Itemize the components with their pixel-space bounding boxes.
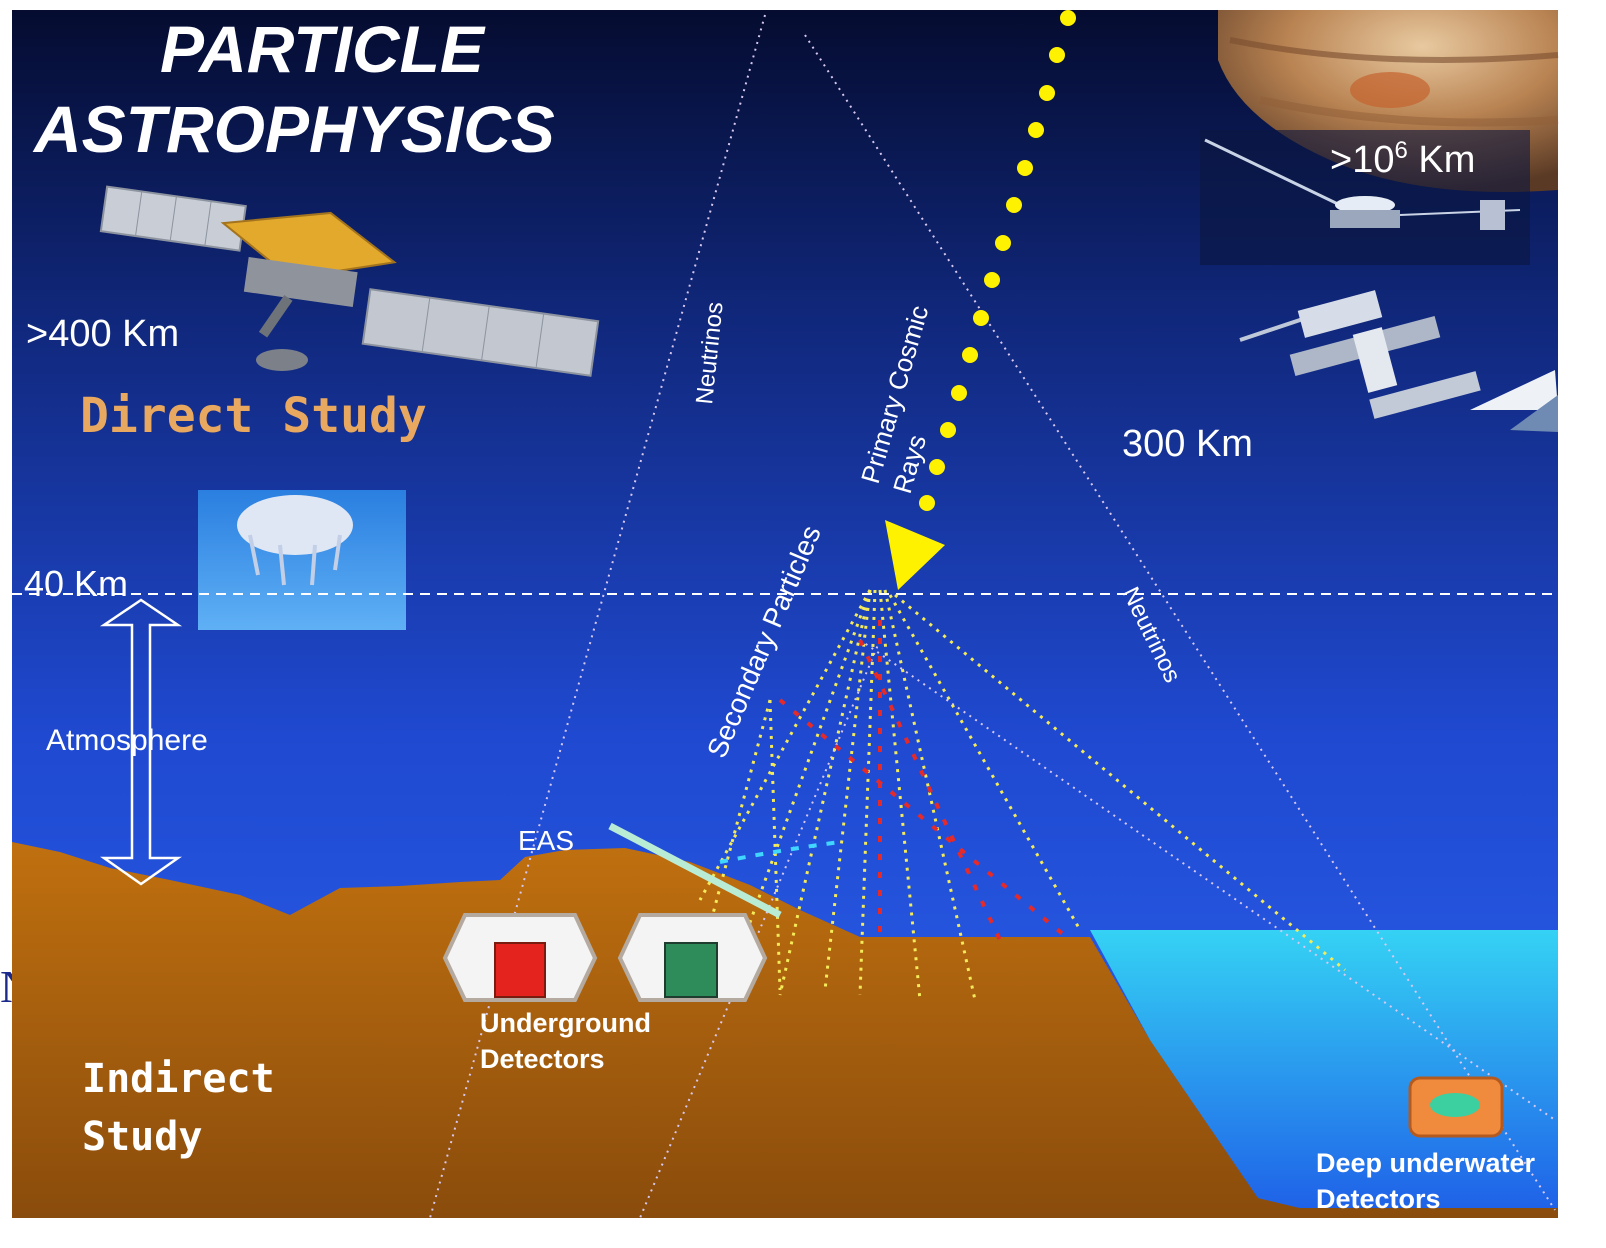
underwater-detector xyxy=(1408,1076,1504,1138)
eas-array xyxy=(608,822,782,919)
label-underwater-detectors-line2: Detectors xyxy=(1316,1184,1441,1214)
label-underwater-detectors-line1: Deep underwater xyxy=(1316,1148,1536,1178)
ground xyxy=(12,842,1558,1218)
space-probe-image xyxy=(1200,130,1530,265)
label-underground-detectors-line1: Underground xyxy=(480,1008,651,1038)
label-1e6km-unit: Km xyxy=(1408,139,1476,181)
title-line-1: PARTICLE xyxy=(160,12,486,86)
label-eas: EAS xyxy=(518,825,574,856)
atmosphere-double-arrow xyxy=(99,598,183,886)
label-1e6km-exponent: 6 xyxy=(1394,137,1407,164)
label-1e6km-base: >10 xyxy=(1330,139,1394,181)
red-particle-tracks xyxy=(778,620,1072,942)
water xyxy=(1090,930,1558,1208)
label-indirect-study-line2: Study xyxy=(82,1114,202,1160)
cyan-particle-tracks xyxy=(719,840,841,864)
primary-cosmic-ray-arrowhead xyxy=(885,520,945,590)
title-line-2: ASTROPHYSICS xyxy=(32,92,555,166)
label-1e6km: >106 Km xyxy=(1330,137,1475,181)
label-underground-detectors-line2: Detectors xyxy=(480,1044,605,1074)
label-indirect-study-line1: Indirect xyxy=(82,1056,275,1102)
space-station-image xyxy=(1239,290,1558,432)
underground-detector-right xyxy=(617,913,768,1002)
label-300km: 300 Km xyxy=(1122,423,1253,465)
satellite-image xyxy=(99,185,600,377)
secondary-particle-shower xyxy=(688,589,1346,1001)
balloon-image xyxy=(198,490,406,630)
label-400km: >400 Km xyxy=(26,313,179,355)
underground-detector-left xyxy=(442,913,598,1002)
neutrino-tracks xyxy=(429,14,1556,1219)
primary-cosmic-ray-dots xyxy=(919,10,1076,511)
label-direct-study: Direct Study xyxy=(80,388,427,444)
label-40km: 40 Km xyxy=(24,563,128,604)
label-atmosphere: Atmosphere xyxy=(46,724,208,757)
